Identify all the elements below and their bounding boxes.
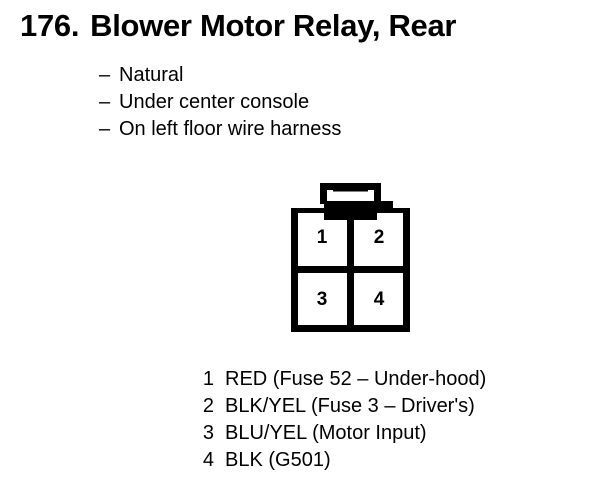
pin-legend-description: BLK/YEL (Fuse 3 – Driver's) [225, 395, 475, 417]
connector-body-outline [291, 201, 410, 332]
attribute-label: Under center console [119, 91, 310, 113]
connector-pin-3: 3 [317, 289, 328, 310]
connector-shoulder-notches [291, 208, 410, 220]
connector-illustration: 1 2 3 4 [283, 176, 418, 341]
pin-legend-row: 4 BLK (G501) [196, 447, 486, 474]
attribute-label: On left floor wire harness [119, 118, 342, 140]
pin-legend-row: 2 BLK/YEL (Fuse 3 – Driver's) [196, 393, 486, 420]
locking-tab-icon [320, 183, 381, 204]
pin-legend-index: 4 [202, 449, 214, 471]
title-text: Blower Motor Relay, Rear [90, 8, 457, 43]
dash-icon: – [99, 91, 111, 113]
connector-pin-1: 1 [317, 227, 328, 248]
attribute-item: – On left floor wire harness [99, 116, 519, 143]
attribute-list: – Natural – Under center console – On le… [99, 62, 519, 143]
pin-legend-description: RED (Fuse 52 – Under-hood) [225, 368, 487, 390]
dash-icon: – [99, 64, 111, 86]
pin-legend-index: 3 [202, 422, 214, 444]
page-title: 176. Blower Motor Relay, Rear [20, 8, 457, 43]
dash-icon: – [99, 118, 111, 140]
item-number: 176. [20, 8, 80, 43]
connector-pin-4: 4 [374, 289, 385, 310]
connector-pin-2: 2 [374, 227, 385, 248]
pin-legend-index: 2 [202, 395, 214, 417]
pin-legend: 1 RED (Fuse 52 – Under-hood) 2 BLK/YEL (… [196, 366, 486, 474]
pin-legend-index: 1 [202, 368, 214, 390]
attribute-item: – Natural [99, 62, 519, 89]
pin-legend-row: 1 RED (Fuse 52 – Under-hood) [196, 366, 486, 393]
attribute-label: Natural [119, 64, 184, 86]
pin-legend-description: BLK (G501) [225, 449, 331, 471]
pin-legend-row: 3 BLU/YEL (Motor Input) [196, 420, 486, 447]
pin-legend-description: BLU/YEL (Motor Input) [225, 422, 427, 444]
attribute-item: – Under center console [99, 89, 519, 116]
